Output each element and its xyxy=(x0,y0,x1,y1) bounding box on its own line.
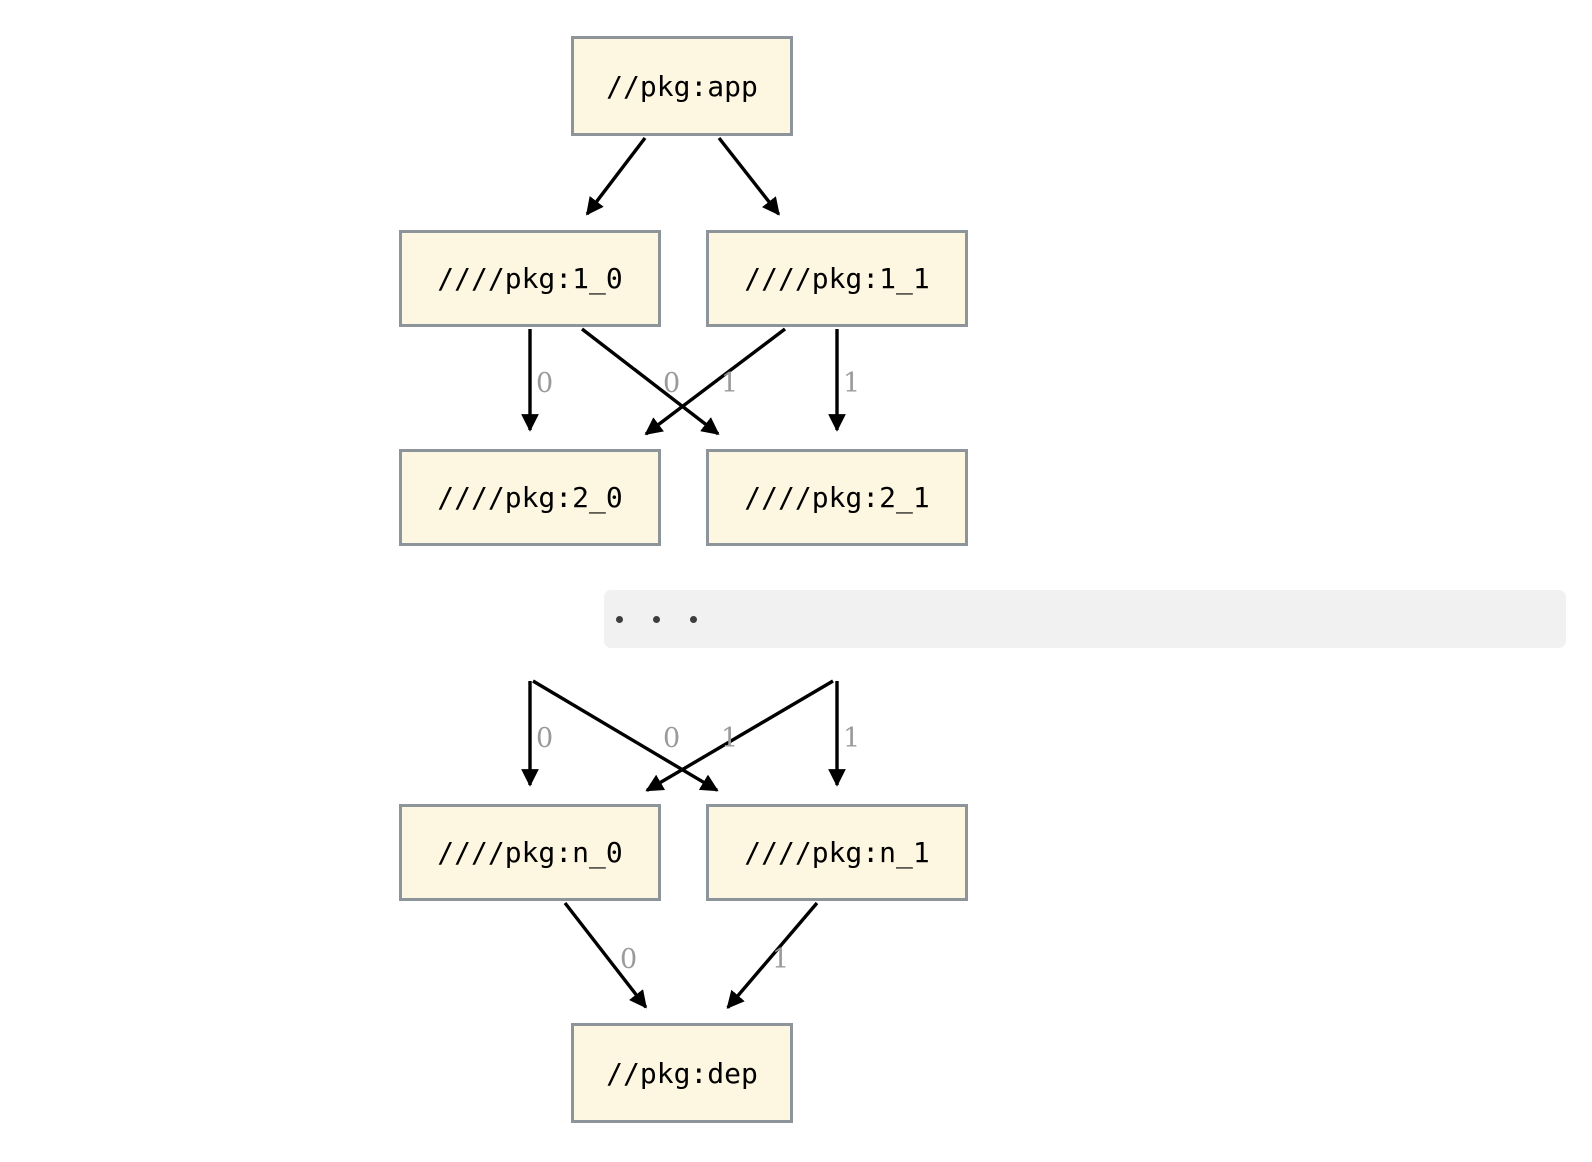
graph-edge-app-to-n1_1 xyxy=(717,136,781,216)
ellipsis-dot xyxy=(653,615,660,623)
graph-node-n2_0[interactable]: ////pkg:2_0 xyxy=(399,449,661,546)
graph-node-label: ////pkg:1_0 xyxy=(437,262,623,295)
graph-node-n1_0[interactable]: ////pkg:1_0 xyxy=(399,230,661,327)
graph-node-label: ////pkg:2_0 xyxy=(437,481,623,514)
graph-edge-n1_0-to-n2_1 xyxy=(580,327,720,436)
graph-node-n1_1[interactable]: ////pkg:1_1 xyxy=(706,230,968,327)
graph-node-n2_1[interactable]: ////pkg:2_1 xyxy=(706,449,968,546)
graph-node-app[interactable]: //pkg:app xyxy=(571,36,793,136)
edge-group xyxy=(521,136,846,1009)
graph-edge-nn_1-to-dep xyxy=(726,901,819,1009)
graph-node-dep[interactable]: //pkg:dep xyxy=(571,1023,793,1123)
ellipsis-band xyxy=(604,590,1566,648)
graph-node-nn_1[interactable]: ////pkg:n_1 xyxy=(706,804,968,901)
graph-edge-n1_1-to-n2_0 xyxy=(644,327,787,436)
graph-node-label: //pkg:app xyxy=(606,69,758,103)
graph-node-label: ////pkg:n_1 xyxy=(744,836,930,869)
graph-node-label: ////pkg:n_0 xyxy=(437,836,623,869)
graph-edge-src-to-nn_1 xyxy=(532,679,719,792)
graph-node-label: ////pkg:2_1 xyxy=(744,481,930,514)
graph-node-label: //pkg:dep xyxy=(606,1056,758,1090)
graph-edge-nn_0-to-dep xyxy=(563,901,648,1009)
ellipsis-dot xyxy=(616,615,623,623)
ellipsis-dots xyxy=(616,615,697,623)
graph-node-nn_0[interactable]: ////pkg:n_0 xyxy=(399,804,661,901)
graph-edge-app-to-n1_0 xyxy=(585,136,647,216)
graph-edge-src-to-nn_0 xyxy=(645,679,834,792)
graph-node-label: ////pkg:1_1 xyxy=(744,262,930,295)
ellipsis-dot xyxy=(690,615,697,623)
